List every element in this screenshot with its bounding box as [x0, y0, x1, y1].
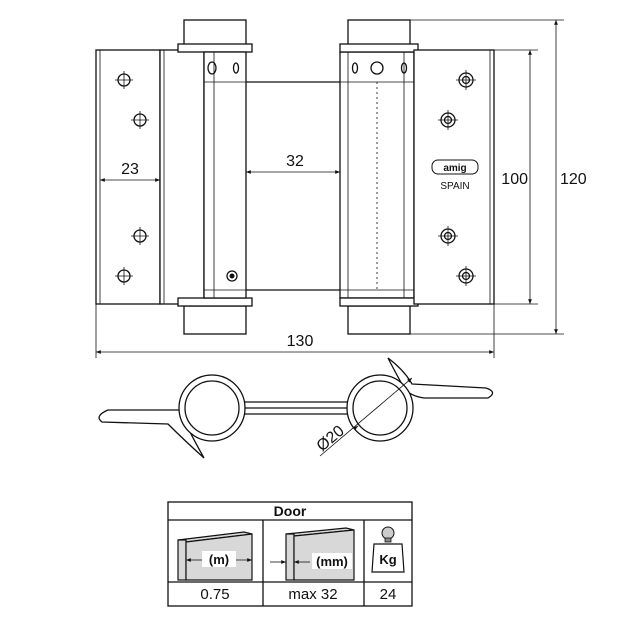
dim-total-width: 130: [287, 333, 314, 350]
dimension-lines: 23 32 100 120 130: [95, 19, 587, 358]
left-barrel: [159, 49, 205, 305]
top-right-barrel: [346, 374, 414, 442]
right-screw-holes: [438, 70, 476, 286]
left-bottom-cap: [183, 305, 247, 335]
front-view: amig SPAIN: [95, 19, 495, 335]
col2-unit: (mm): [316, 554, 348, 569]
col1-unit: (m): [209, 552, 229, 567]
col1-value: 0.75: [200, 586, 229, 603]
left-screw-holes: [115, 71, 149, 285]
top-left-barrel: [178, 374, 246, 442]
col3-value: 24: [380, 586, 397, 603]
table-header-door: Door: [274, 503, 307, 519]
dim-total-height: 120: [560, 171, 587, 188]
col3-unit: Kg: [379, 552, 396, 567]
spec-table: Door (m) (mm) Kg 0.75 max 3: [167, 501, 413, 607]
dim-pin-diameter: Ø20: [314, 423, 348, 456]
door-thickness-icon: (mm): [270, 527, 355, 581]
col2-value: max 32: [288, 586, 337, 603]
dim-gap: 32: [286, 153, 304, 170]
door-width-icon: (m): [177, 531, 253, 581]
country-marking: SPAIN: [440, 181, 469, 192]
brand-marking: amig SPAIN: [431, 159, 479, 192]
dim-leaf-width: 23: [121, 161, 139, 178]
left-leaf-plate: [95, 49, 161, 305]
top-view: Ø20: [98, 357, 494, 459]
right-bottom-cap: [347, 305, 411, 335]
right-leaf-plate: [413, 49, 495, 305]
left-top-cap: [183, 19, 247, 49]
right-top-cap: [347, 19, 411, 49]
left-spring-body: [203, 51, 247, 299]
dim-plate-height: 100: [501, 171, 528, 188]
brand-logo-text: amig: [443, 163, 466, 174]
weight-icon: Kg: [371, 526, 405, 573]
